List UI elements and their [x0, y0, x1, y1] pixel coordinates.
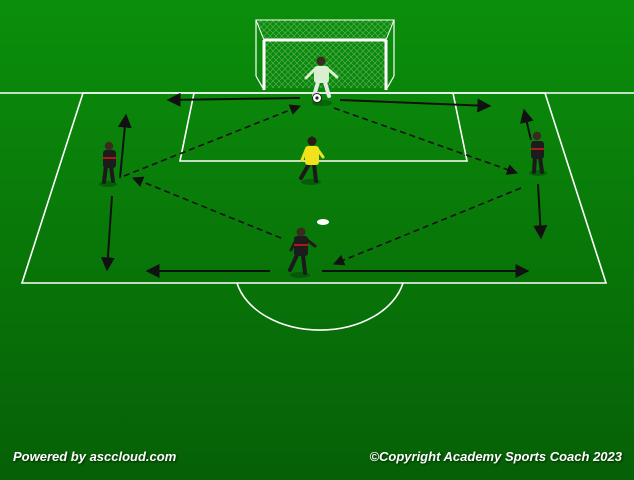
pass-arrow	[332, 187, 522, 266]
left-net-base	[255, 75, 265, 91]
defender-player	[299, 136, 325, 185]
pass-arrows	[123, 104, 522, 266]
movement-arrow	[520, 108, 534, 141]
ball	[312, 93, 322, 103]
pass-arrow	[123, 104, 302, 177]
right-attacker-player	[529, 131, 547, 176]
center-attacker-player	[288, 227, 317, 278]
goal	[255, 19, 395, 91]
movement-arrows	[100, 92, 548, 278]
copyright-text: ©Copyright Academy Sports Coach 2023	[369, 449, 622, 464]
movement-arrow	[166, 92, 301, 107]
powered-by-text: Powered by asccloud.com	[13, 449, 177, 464]
movement-arrow	[100, 195, 115, 272]
penalty-arc	[236, 282, 404, 331]
pass-arrow	[333, 107, 519, 175]
right-net-base	[385, 75, 395, 91]
goal-area-outline	[179, 92, 468, 162]
goal-net	[255, 19, 395, 41]
left-attacker-player	[99, 141, 117, 187]
movement-arrow	[117, 113, 132, 179]
movement-arrow	[533, 183, 548, 240]
penalty-area-outline	[20, 92, 608, 284]
disc-cone	[317, 219, 329, 225]
pass-arrow	[131, 176, 282, 239]
movement-arrow	[339, 98, 492, 113]
